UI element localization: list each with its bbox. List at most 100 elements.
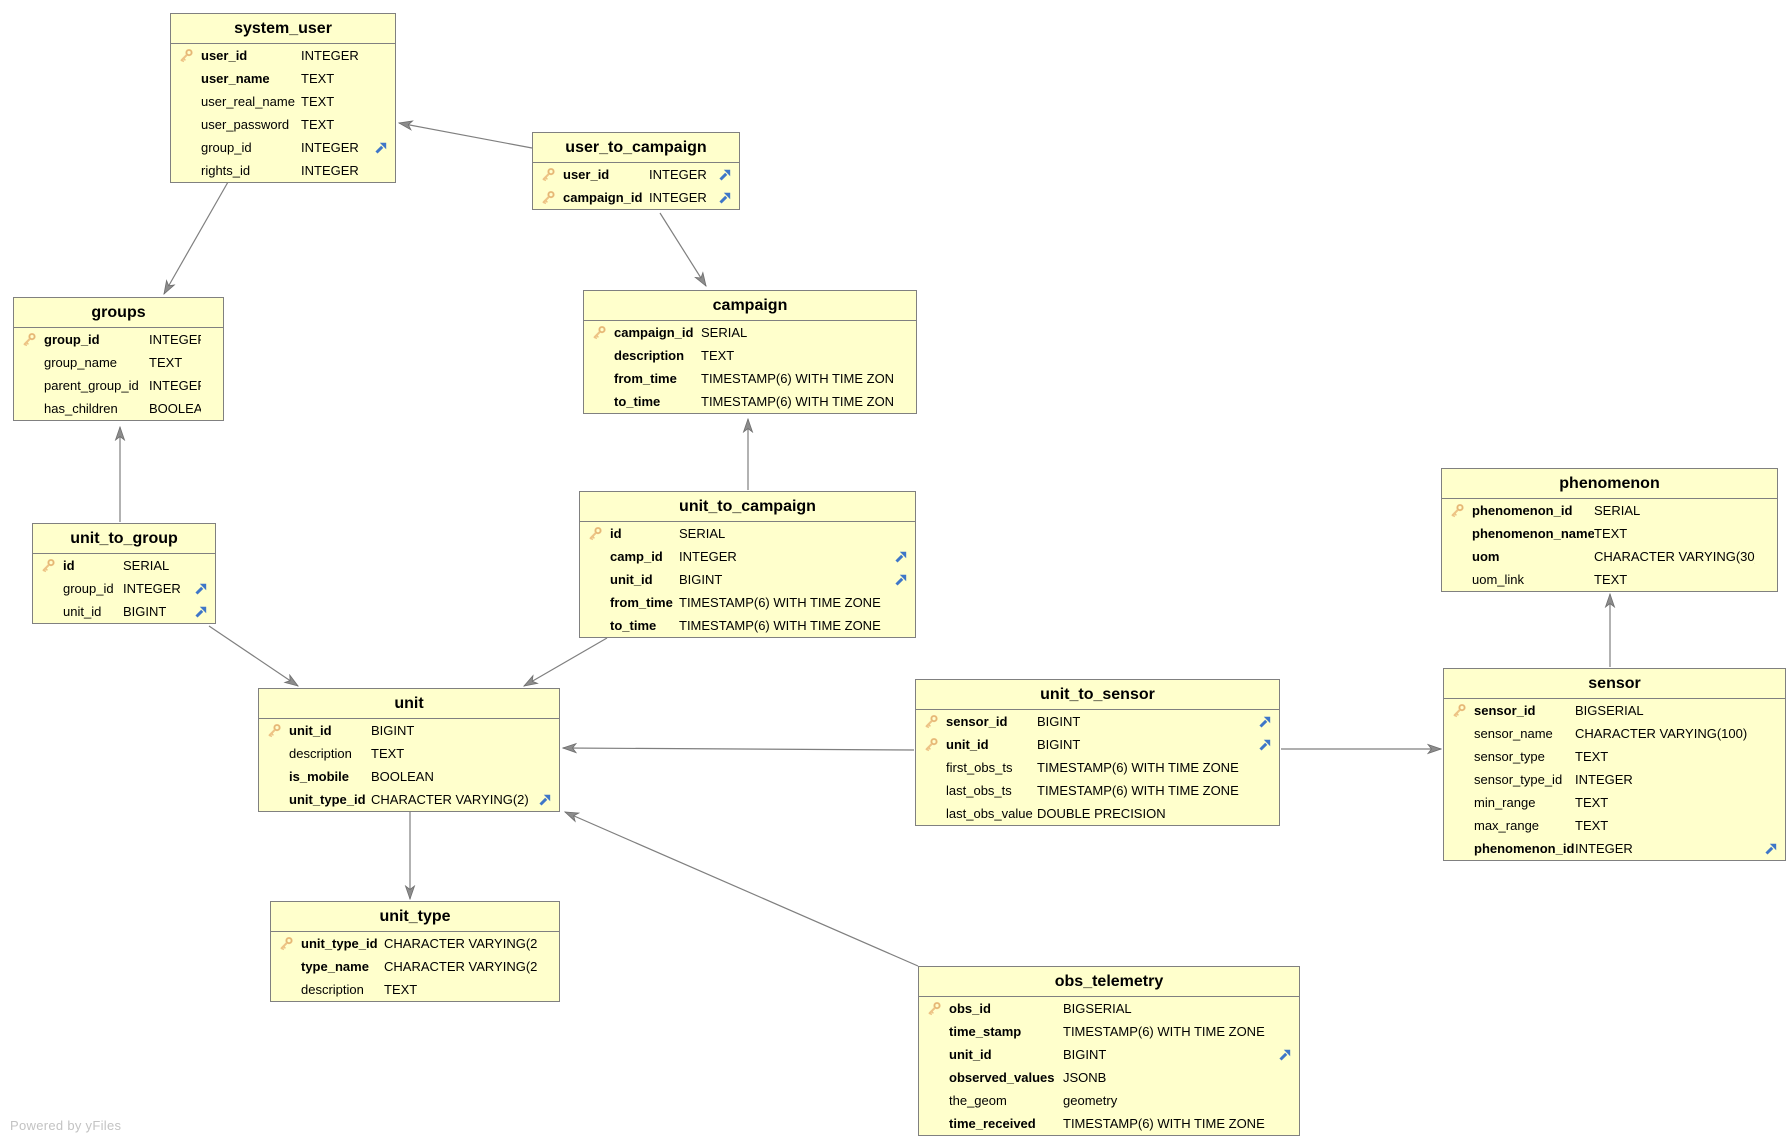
field-name: max_range (1474, 818, 1540, 833)
field-type: INTEGER (149, 378, 201, 393)
field-name: from_time (610, 595, 673, 610)
field-name: rights_id (201, 163, 251, 178)
field-type: BIGINT (1063, 1047, 1107, 1062)
field-type: CHARACTER VARYING(100) (1575, 726, 1748, 741)
field-name: group_id (44, 332, 100, 347)
field-type: TIMESTAMP(6) WITH TIME ZONE (679, 595, 881, 610)
foreign-key-arrow-icon (195, 606, 207, 618)
table-title-system_user: system_user (171, 14, 395, 44)
foreign-key-arrow-icon (539, 794, 551, 806)
field-name: observed_values (949, 1070, 1055, 1085)
field-type: TIMESTAMP(6) WITH TIME ZONE (1037, 783, 1239, 798)
field-type: BOOLEAN (149, 401, 201, 416)
field-type: SERIAL (1594, 503, 1641, 518)
primary-key-icon (1451, 503, 1464, 517)
foreign-key-cell (193, 604, 215, 619)
foreign-key-cell (893, 549, 915, 564)
field-type: BIGSERIAL (1575, 703, 1644, 718)
field-type: BIGSERIAL (1063, 1001, 1132, 1016)
field-type: TEXT (371, 746, 405, 761)
primary-key-cell (1442, 503, 1472, 519)
field-name: phenomenon_id (1474, 841, 1575, 856)
field-name: user_real_name (201, 94, 295, 109)
field-type: INTEGER (301, 163, 359, 178)
primary-key-icon (928, 1001, 941, 1015)
foreign-key-cell (893, 572, 915, 587)
field-name: description (614, 348, 685, 363)
table-title-sensor: sensor (1444, 669, 1785, 699)
field-name: is_mobile (289, 769, 349, 784)
field-type: TIMESTAMP(6) WITH TIME ZONE (1063, 1024, 1265, 1039)
field-row-user_to_campaign-campaign_id: campaign_id INTEGER (533, 186, 739, 209)
foreign-key-cell (1257, 737, 1279, 752)
field-name: sensor_name (1474, 726, 1553, 741)
field-type: BIGINT (371, 723, 415, 738)
field-name: last_obs_ts (946, 783, 1012, 798)
foreign-key-arrow-icon (1279, 1049, 1291, 1061)
field-type: INTEGER (1575, 772, 1633, 787)
primary-key-icon (589, 526, 602, 540)
field-name: campaign_id (563, 190, 643, 205)
primary-key-icon (280, 936, 293, 950)
field-name: unit_type_id (301, 936, 378, 951)
field-type: TEXT (1575, 795, 1609, 810)
field-name: unit_id (610, 572, 653, 587)
field-type: TIMESTAMP(6) WITH TIME ZONE (701, 371, 894, 386)
field-row-system_user-rights_id: rights_id INTEGER (171, 159, 395, 182)
field-name: group_name (44, 355, 117, 370)
field-name: uom (1472, 549, 1500, 564)
primary-key-icon (1453, 703, 1466, 717)
field-name: user_password (201, 117, 290, 132)
field-type: INTEGER (301, 48, 359, 63)
field-type: INTEGER (149, 332, 201, 347)
field-name: phenomenon_id (1472, 503, 1573, 518)
table-groups[interactable]: groupsgroup_idINTEGERgroup_nameTEXTparen… (13, 297, 224, 421)
primary-key-cell (1444, 703, 1474, 719)
table-title-unit_to_campaign: unit_to_campaign (580, 492, 915, 522)
primary-key-icon (542, 167, 555, 181)
edge-system_user-to-groups (164, 181, 229, 294)
field-name: unit_id (63, 604, 102, 619)
primary-key-icon (42, 558, 55, 572)
table-title-obs_telemetry: obs_telemetry (919, 967, 1299, 997)
foreign-key-arrow-icon (195, 583, 207, 595)
primary-key-cell (259, 723, 289, 739)
edges-group (120, 123, 1610, 967)
primary-key-cell (271, 936, 301, 952)
field-name: unit_id (946, 737, 989, 752)
field-type: INTEGER (649, 190, 707, 205)
foreign-key-arrow-icon (895, 574, 907, 586)
field-name: group_id (201, 140, 252, 155)
foreign-key-arrow-icon (719, 192, 731, 204)
field-type: DOUBLE PRECISION (1037, 806, 1166, 821)
edge-obs_telemetry-to-unit (565, 811, 919, 967)
field-name: unit_id (289, 723, 332, 738)
field-row-unit-unit_id: unit_id BIGINT (259, 719, 559, 742)
